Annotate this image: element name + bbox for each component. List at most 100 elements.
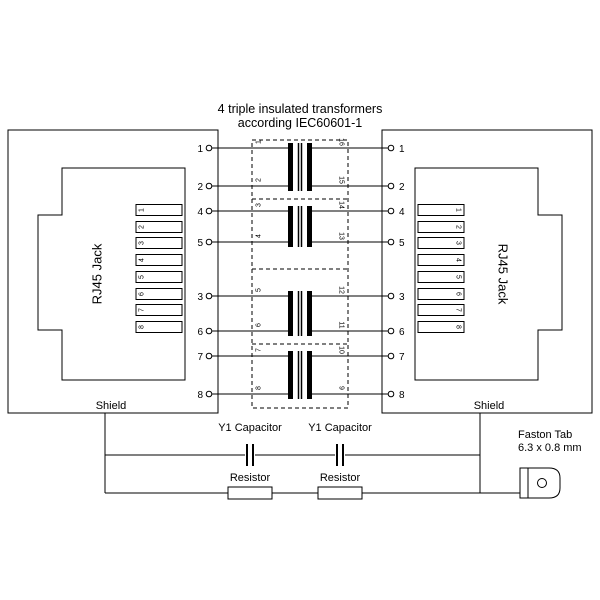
wire-terminal (205, 207, 213, 215)
left-jack-pin-number: 7 (139, 308, 146, 312)
resistor-right-label: Resistor (320, 472, 361, 484)
right-jack-shield-label: Shield (474, 400, 505, 412)
right-jack-pin (417, 271, 465, 283)
wire-terminal (387, 390, 395, 398)
left-jack-pin-number: 6 (139, 292, 146, 296)
transformer-pin-number-right: 10 (338, 346, 345, 354)
wire-number-left: 8 (197, 390, 203, 401)
right-jack-pin (417, 254, 465, 266)
wire-terminal (387, 238, 395, 246)
transformer-winding (307, 143, 312, 191)
transformer-pin-number-left: 2 (256, 178, 263, 182)
wire-number-right: 2 (399, 182, 405, 193)
transformer-winding (307, 351, 312, 399)
right-jack-pin-number: 6 (455, 292, 462, 296)
transformer-pin-number-left: 8 (256, 386, 263, 390)
left-jack-pin (135, 204, 183, 216)
wire-terminal (205, 352, 213, 360)
left-jack-profile (37, 167, 186, 381)
faston-tab-label-line2: 6.3 x 0.8 mm (518, 442, 582, 454)
transformer-pin-number-left: 6 (256, 323, 263, 327)
faston-tab-hole (537, 478, 547, 488)
wire-number-left: 2 (197, 182, 203, 193)
transformer-winding (288, 351, 293, 399)
wires-right: 1 2 4 5 3 6 7 8 (312, 144, 405, 401)
wire-terminal (205, 327, 213, 335)
resistor-left-symbol (227, 486, 273, 500)
wire-number-left: 6 (197, 327, 203, 338)
wire-terminal (205, 144, 213, 152)
left-jack-pin-number: 1 (139, 208, 146, 212)
wire-number-left: 7 (197, 352, 203, 363)
left-jack-pin-number: 2 (139, 225, 146, 229)
left-jack: RJ45 Jack Shield 1 2 3 4 5 6 7 8 (7, 129, 219, 414)
wire-number-right: 3 (399, 292, 405, 303)
right-jack-pin-number: 1 (455, 208, 462, 212)
left-jack-pin (135, 221, 183, 233)
wire-number-right: 5 (399, 238, 405, 249)
right-jack-label: RJ45 Jack (496, 244, 511, 305)
transformer-pin-number-left: 1 (256, 140, 263, 144)
left-jack-pin-number: 3 (139, 241, 146, 245)
left-jack-pin-number: 5 (139, 275, 146, 279)
right-jack-pin (417, 304, 465, 316)
right-jack-pin-number: 2 (455, 225, 462, 229)
transformer-winding (288, 206, 293, 247)
transformer-pin-number-right: 15 (338, 176, 345, 184)
transformer-pin-number-right: 9 (338, 386, 345, 390)
wire-number-right: 1 (399, 144, 405, 155)
left-jack-pin (135, 237, 183, 249)
right-jack-pin-number: 4 (455, 258, 462, 262)
wire-number-right: 8 (399, 390, 405, 401)
wire-terminal (205, 238, 213, 246)
transformer-pin-number-right: 14 (338, 201, 345, 209)
right-jack-pin-number: 8 (455, 325, 462, 329)
wire-terminal (387, 327, 395, 335)
right-jack-pin-number: 5 (455, 275, 462, 279)
transformer-pin-number-left: 3 (256, 203, 263, 207)
right-jack-pin (417, 221, 465, 233)
shield-circuit: Y1 Capacitor Y1 Capacitor Resistor Resis… (104, 413, 582, 500)
wire-terminal (205, 182, 213, 190)
left-jack-pin-number: 8 (139, 325, 146, 329)
transformer-pin-number-left: 4 (256, 234, 263, 238)
wire-number-right: 4 (399, 207, 405, 218)
transformer-winding (288, 143, 293, 191)
wire-number-right: 7 (399, 352, 405, 363)
right-jack-pin (417, 321, 465, 333)
left-jack-pin (135, 288, 183, 300)
right-jack-pin-number: 7 (455, 308, 462, 312)
transformer-pin-number-left: 7 (256, 348, 263, 352)
diagram-title-line1: 4 triple insulated transformers (218, 102, 383, 116)
capacitor-right-label: Y1 Capacitor (308, 422, 372, 434)
left-jack-pin (135, 271, 183, 283)
left-jack-pin-number: 4 (139, 258, 146, 262)
transformer-winding (288, 291, 293, 336)
left-jack-pin (135, 254, 183, 266)
left-jack-box (7, 129, 219, 414)
wire-terminal (205, 292, 213, 300)
left-jack-pin (135, 304, 183, 316)
transformer-block: 1 2 3 4 5 6 7 8 16 15 14 13 12 11 10 9 (251, 138, 349, 409)
wire-number-right: 6 (399, 327, 405, 338)
right-jack-pin (417, 204, 465, 216)
left-jack-pin (135, 321, 183, 333)
wire-number-left: 5 (197, 238, 203, 249)
wire-terminal (387, 352, 395, 360)
transformer-pin-number-left: 5 (256, 288, 263, 292)
transformer-pin-number-right: 11 (338, 321, 345, 328)
wire-terminal (387, 207, 395, 215)
wire-number-left: 4 (197, 207, 203, 218)
wire-terminal (387, 292, 395, 300)
transformer-pin-number-right: 12 (338, 286, 345, 294)
resistor-left-label: Resistor (230, 472, 271, 484)
right-jack-pin (417, 237, 465, 249)
capacitor-left-label: Y1 Capacitor (218, 422, 282, 434)
right-jack-pin (417, 288, 465, 300)
wire-number-left: 3 (197, 292, 203, 303)
right-jack-box (381, 129, 593, 414)
left-jack-shield-label: Shield (96, 400, 127, 412)
wire-number-left: 1 (197, 144, 203, 155)
